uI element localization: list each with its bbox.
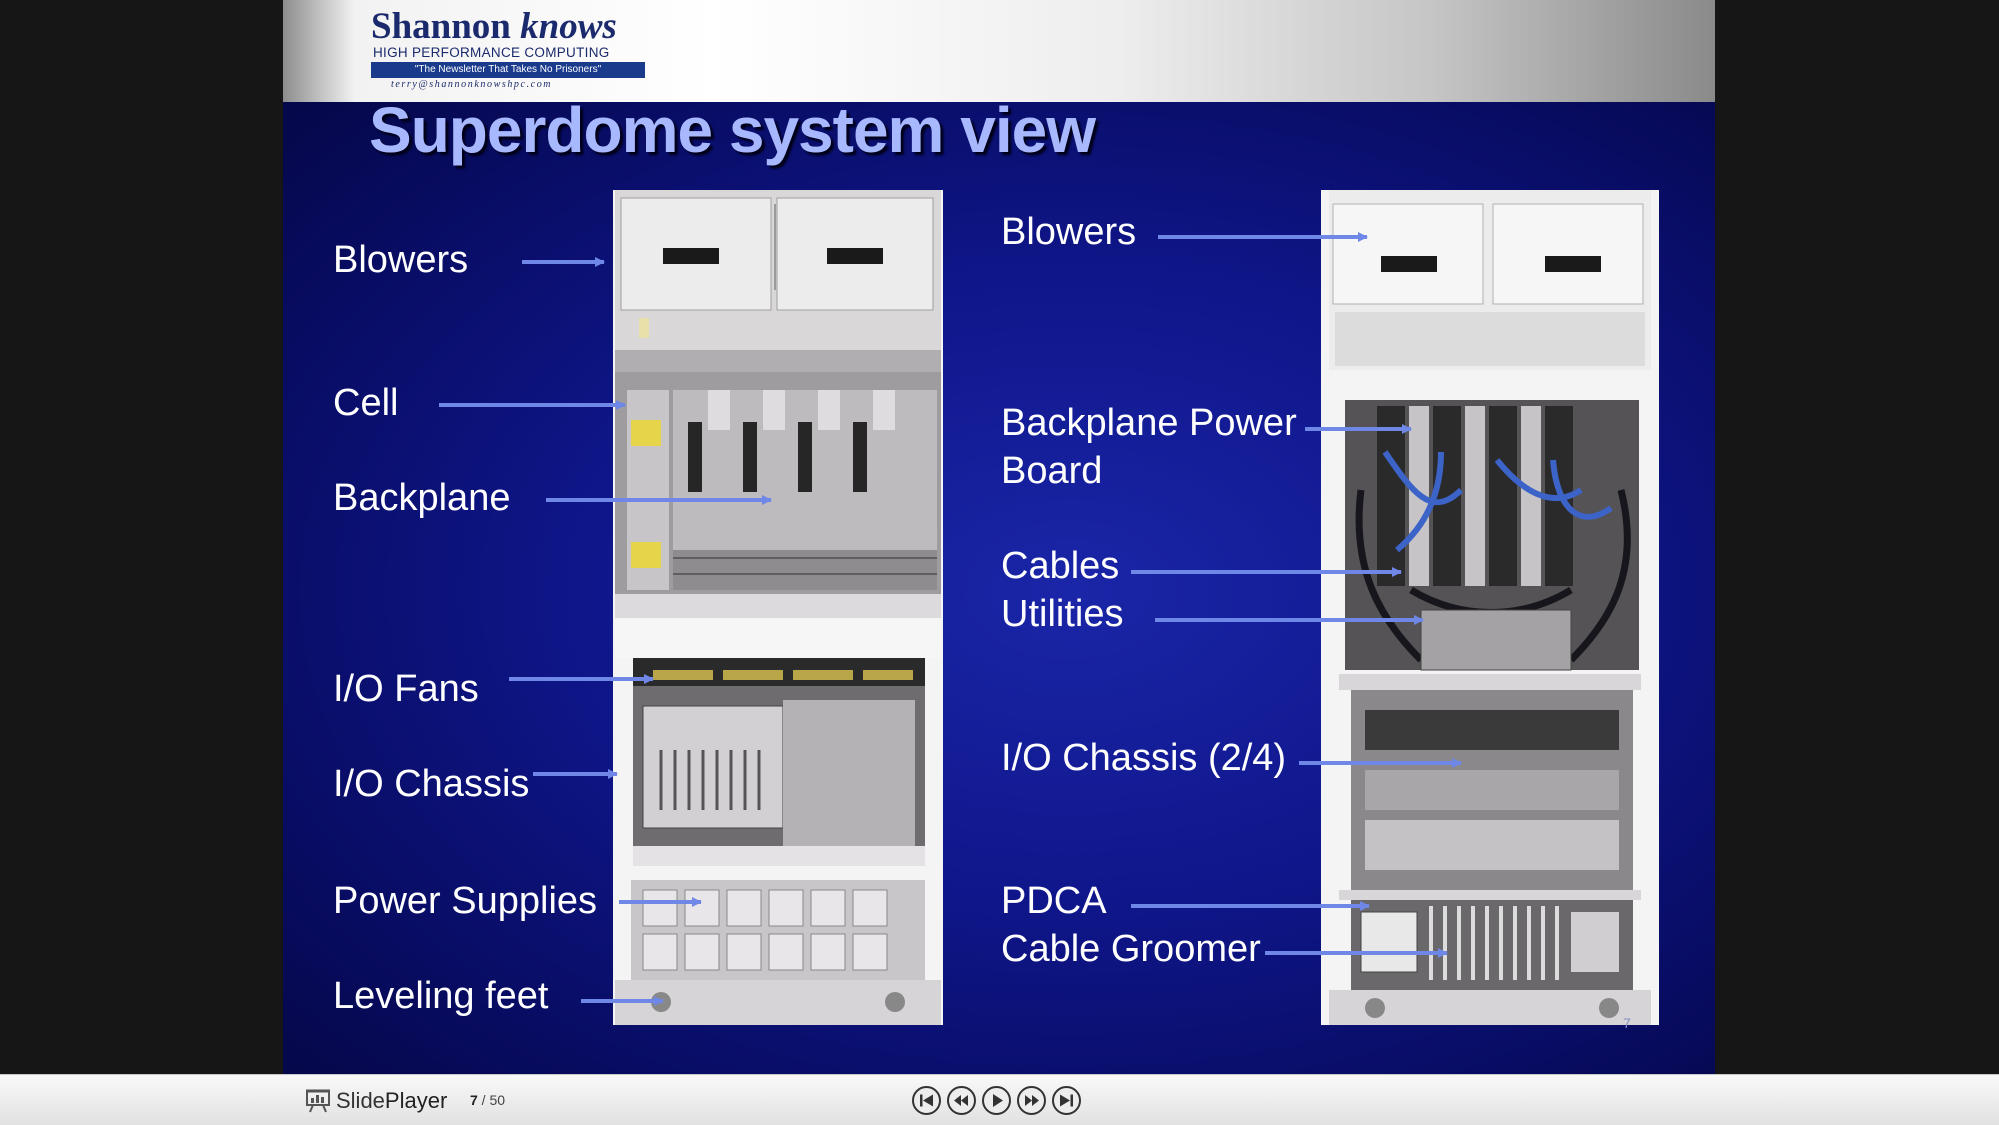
last-icon[interactable]	[1051, 1085, 1082, 1116]
label-io-chassis-2-4: I/O Chassis (2/4)	[1001, 737, 1287, 779]
label-blowers-right: Blowers	[1001, 211, 1137, 253]
label-board: Board	[1001, 450, 1103, 492]
logo-tagline: "The Newsletter That Takes No Prisoners"	[371, 62, 645, 78]
presentation-stage: Shannon knows HIGH PERFORMANCE COMPUTING…	[283, 0, 1715, 1074]
label-backplane: Backplane	[333, 477, 511, 519]
playback-controls	[911, 1085, 1082, 1116]
label-leveling-feet: Leveling feet	[333, 975, 549, 1017]
label-power-supplies: Power Supplies	[333, 880, 598, 922]
label-cable-groomer: Cable Groomer	[1001, 928, 1261, 970]
logo-subtitle: HIGH PERFORMANCE COMPUTING	[373, 45, 610, 60]
slideplayer-brand: SlidePlayer	[336, 1088, 448, 1113]
play-icon[interactable]	[981, 1085, 1012, 1116]
previous-icon[interactable]	[946, 1085, 977, 1116]
cabinet-front-photo	[613, 190, 943, 1025]
newsletter-logo: Shannon knows HIGH PERFORMANCE COMPUTING…	[371, 8, 659, 98]
current-page: 7	[470, 1092, 478, 1108]
logo-name: Shannon knows	[371, 6, 617, 47]
label-io-chassis: I/O Chassis	[333, 763, 530, 805]
label-cell: Cell	[333, 382, 399, 424]
label-io-fans: I/O Fans	[333, 668, 479, 710]
header-banner: Shannon knows HIGH PERFORMANCE COMPUTING…	[283, 0, 1715, 102]
label-blowers-left: Blowers	[333, 239, 469, 281]
slide: Shannon knows HIGH PERFORMANCE COMPUTING…	[283, 0, 1715, 1074]
first-icon[interactable]	[911, 1085, 942, 1116]
presentation-board-icon	[306, 1089, 330, 1113]
next-icon[interactable]	[1016, 1085, 1047, 1116]
cabinet-rear-photo	[1321, 190, 1659, 1025]
label-utilities: Utilities	[1001, 593, 1124, 635]
logo-email: terry@shannonknowshpc.com	[391, 79, 553, 90]
label-cables: Cables	[1001, 545, 1120, 587]
total-pages: 50	[489, 1092, 506, 1108]
label-backplane-power: Backplane Power	[1001, 402, 1297, 444]
slide-number-mark: 7	[1623, 1015, 1631, 1031]
label-pdca: PDCA	[1001, 880, 1107, 922]
page-counter: 7 / 50	[470, 1092, 506, 1108]
player-toolbar: SlidePlayer 7 / 50	[0, 1074, 1999, 1125]
slide-title: Superdome system view	[369, 94, 1096, 166]
slideplayer-logo[interactable]: SlidePlayer	[305, 1087, 447, 1115]
